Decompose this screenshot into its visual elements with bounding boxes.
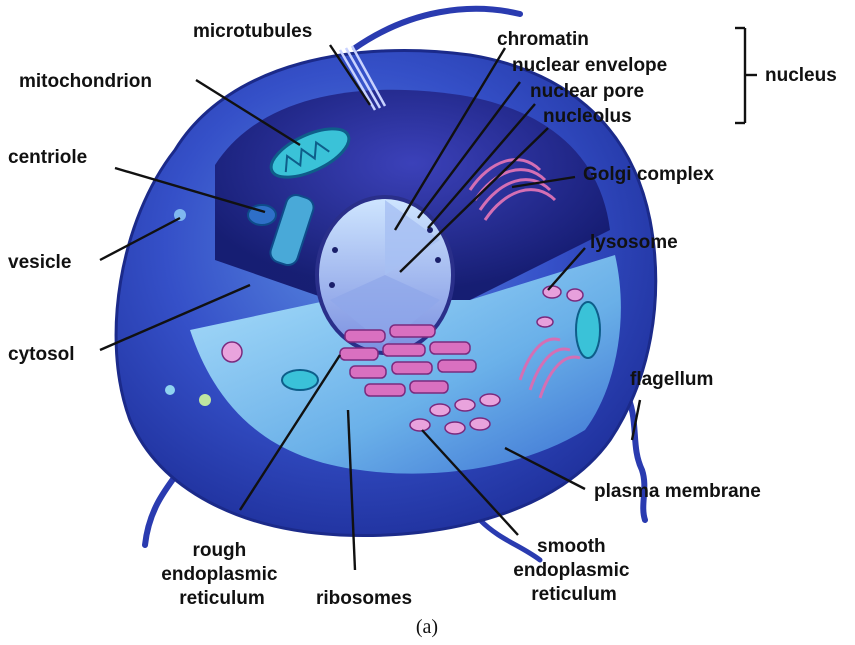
label-golgi-complex: Golgi complex <box>583 164 714 185</box>
label-cytosol: cytosol <box>8 344 75 365</box>
label-nuclear-pore: nuclear pore <box>530 81 644 102</box>
label-nuclear-envelope: nuclear envelope <box>512 55 667 76</box>
label-nucleolus: nucleolus <box>543 106 632 127</box>
label-lysosome: lysosome <box>590 232 678 253</box>
label-microtubules: microtubules <box>193 21 312 42</box>
label-vesicle: vesicle <box>8 252 71 273</box>
label-smooth-er: smooth endoplasmic reticulum <box>513 536 634 605</box>
figure-caption: (a) <box>416 616 438 638</box>
label-flagellum: flagellum <box>630 369 713 390</box>
label-ribosomes: ribosomes <box>316 588 412 609</box>
label-plasma-membrane: plasma membrane <box>594 481 761 502</box>
flagellum-shape <box>355 9 520 48</box>
label-rough-er: rough endoplasmic reticulum <box>161 540 282 609</box>
label-nucleus: nucleus <box>765 65 837 86</box>
label-mitochondrion: mitochondrion <box>19 71 152 92</box>
label-centriole: centriole <box>8 147 87 168</box>
label-chromatin: chromatin <box>497 29 589 50</box>
